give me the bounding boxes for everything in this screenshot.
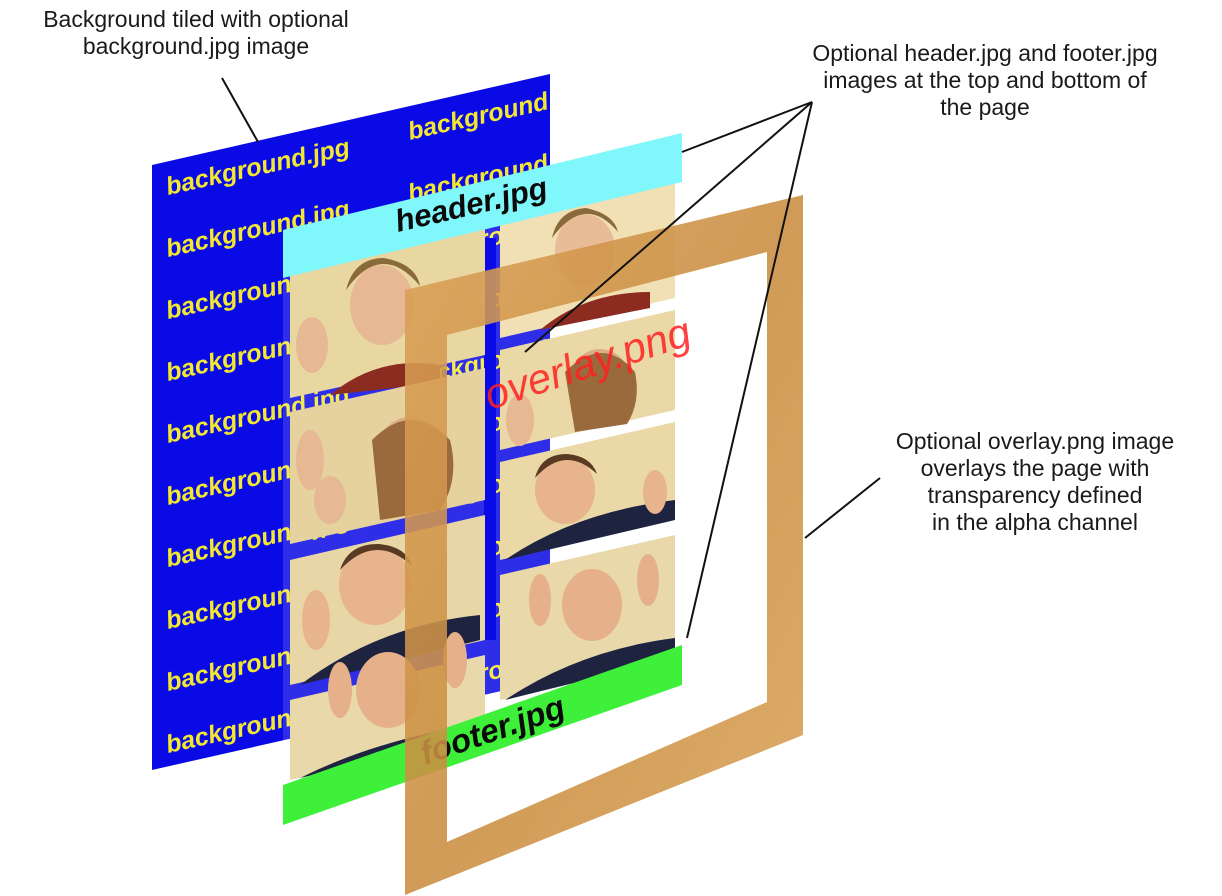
photo-cell-6	[500, 310, 675, 450]
footer-band	[283, 645, 682, 825]
overlay-frame	[405, 195, 803, 895]
leader-line-header	[681, 101, 813, 153]
callout-header-footer-line-1: Optional header.jpg and footer.jpg	[812, 40, 1158, 66]
callout-background-description: Background tiled with optional backgroun…	[0, 6, 392, 60]
background-tile-text: background.jpg	[163, 815, 352, 883]
leader-line-overlay	[804, 477, 881, 539]
leader-line-header-to-overlay	[524, 101, 813, 353]
callout-overlay-line-1: Optional overlay.png image	[895, 428, 1175, 454]
callout-background-line-1: Background tiled with optional	[43, 6, 349, 32]
callout-overlay-description: Optional overlay.png image overlays the …	[850, 428, 1220, 536]
callout-overlay-line-2: overlays the page with	[920, 455, 1150, 481]
callout-overlay-line-4: in the alpha channel	[932, 509, 1138, 535]
leader-line-footer	[686, 101, 813, 639]
photo-cell-8	[500, 535, 675, 700]
callout-background-line-2: background.jpg image	[82, 33, 310, 59]
photo-page-layer: header.jpg footer.jpg	[283, 133, 682, 828]
callout-overlay-line-3: transparency defined	[927, 482, 1143, 508]
photo-cell-7	[500, 422, 675, 560]
callout-header-footer-description: Optional header.jpg and footer.jpg image…	[760, 40, 1210, 121]
leader-line-background	[221, 77, 259, 143]
leader-lines	[221, 77, 881, 639]
header-band	[283, 133, 682, 278]
callout-header-footer-line-3: the page	[940, 94, 1030, 120]
callout-header-footer-line-2: images at the top and bottom of	[823, 67, 1147, 93]
